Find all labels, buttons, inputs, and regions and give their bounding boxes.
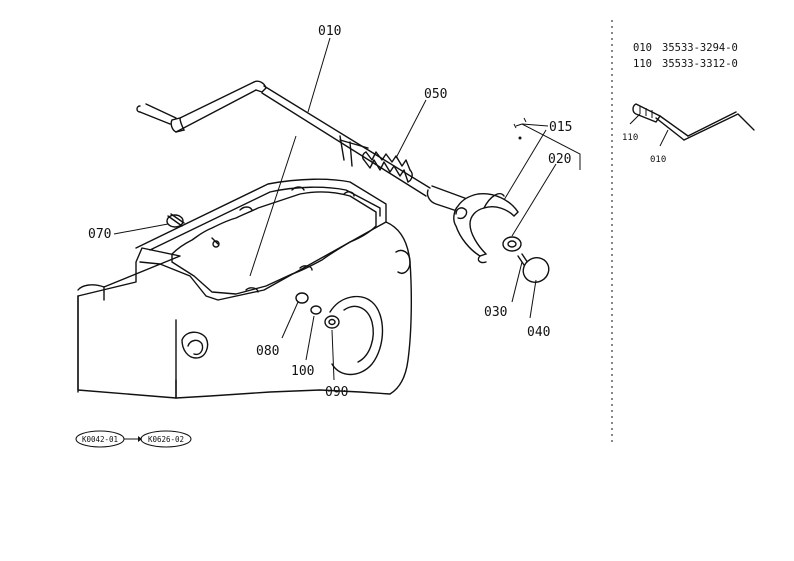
shift-fork-015 — [426, 185, 519, 264]
part-number-0: 35533-3294-0 — [662, 42, 738, 54]
callout-040: 040 — [527, 325, 550, 340]
spring-050 — [361, 151, 413, 183]
callout-070: 070 — [88, 227, 111, 242]
ref-code-from[interactable]: K0042-01 — [75, 430, 125, 448]
callout-010: 010 — [318, 24, 341, 39]
ref-code-to[interactable]: K0626-02 — [140, 430, 192, 448]
shift-rod-010 — [136, 80, 431, 197]
callout-100: 100 — [291, 364, 314, 379]
inset-label-010: 010 — [650, 155, 666, 165]
cap-040 — [522, 257, 550, 283]
bolt-090 — [324, 315, 340, 329]
callout-020: 020 — [548, 152, 571, 167]
ref-arrow — [124, 436, 142, 442]
callout-050: 050 — [424, 87, 447, 102]
marker-dot — [518, 136, 522, 140]
inset-rod-drawing: 110 010 — [622, 103, 755, 165]
ref-code-to-label: K0626-02 — [148, 435, 184, 444]
ref-code-from-label: K0042-01 — [82, 435, 118, 444]
washer-080 — [295, 292, 309, 304]
callout-090: 090 — [325, 385, 348, 400]
leader-lines — [113, 37, 557, 381]
part-ref-0: 010 — [633, 42, 652, 54]
part-ref-1: 110 — [633, 58, 652, 70]
callout-030: 030 — [484, 305, 507, 320]
callout-080: 080 — [256, 344, 279, 359]
washer-100 — [310, 305, 322, 315]
transmission-case — [77, 178, 413, 399]
ball-020 — [502, 236, 522, 252]
callout-015: 015 — [549, 120, 572, 135]
callout-bracket — [521, 123, 581, 170]
part-list: 010 35533-3294-0 110 35533-3312-0 — [633, 42, 738, 70]
part-number-1: 35533-3312-0 — [662, 58, 738, 70]
plug-070 — [166, 213, 185, 228]
inset-label-110: 110 — [622, 133, 638, 143]
